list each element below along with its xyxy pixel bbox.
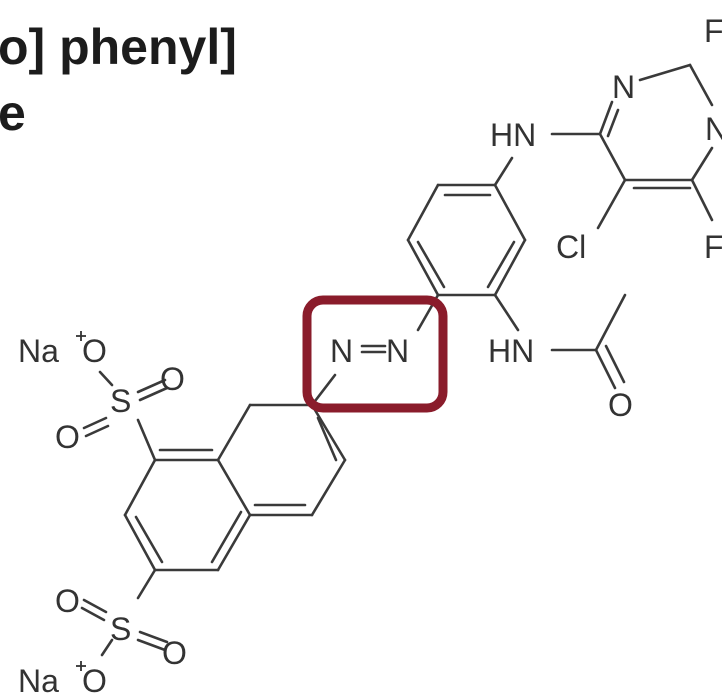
bond — [598, 132, 627, 182]
bond — [493, 293, 520, 332]
title-line-1: o] phenyl] — [0, 19, 237, 75]
bond — [136, 568, 157, 600]
atom-label: O — [55, 583, 80, 619]
bond — [134, 515, 164, 564]
bond — [136, 638, 167, 652]
atom-label: F — [704, 13, 722, 49]
atom-label: O — [55, 419, 80, 455]
bond — [210, 510, 243, 564]
atom-label: Na — [18, 333, 59, 369]
bond — [406, 238, 440, 297]
bond — [82, 416, 108, 430]
bond — [316, 416, 338, 462]
atom-label: HN — [488, 333, 534, 369]
atom-label: O — [160, 361, 185, 397]
atom-label: N — [612, 69, 635, 105]
bond — [216, 513, 252, 572]
bond — [493, 238, 527, 297]
title-line-2: e — [0, 85, 26, 141]
atom-label: N — [705, 111, 722, 147]
bond — [136, 378, 167, 394]
bond — [310, 458, 347, 517]
atom-label: S — [110, 611, 131, 647]
bond — [216, 403, 252, 462]
bond — [82, 598, 108, 614]
atom-label: S — [110, 383, 131, 419]
bond — [493, 183, 527, 242]
bond — [606, 108, 620, 138]
atom-label: O — [82, 663, 107, 697]
bond — [406, 183, 440, 242]
bond — [84, 424, 110, 438]
bond — [598, 100, 614, 136]
bond — [123, 458, 157, 517]
azo-highlight-box — [302, 295, 448, 413]
bond — [80, 606, 106, 622]
atom-label: Na — [18, 663, 59, 697]
atom-label: Cl — [556, 229, 586, 265]
atom-label: N — [330, 333, 353, 369]
bond — [138, 386, 169, 402]
atom-label: O — [162, 635, 187, 671]
atom-label: F — [704, 229, 722, 265]
bond — [310, 373, 337, 407]
atom-label: O — [608, 387, 633, 423]
atom-label: O — [82, 333, 107, 369]
bond — [688, 63, 714, 107]
bond — [486, 240, 516, 289]
atom-label: HN — [490, 117, 536, 153]
bond — [493, 156, 514, 187]
bond — [690, 146, 714, 182]
bond — [138, 630, 169, 644]
bond — [638, 63, 692, 82]
bond — [216, 458, 252, 517]
atom-label: N — [386, 333, 409, 369]
bond — [310, 403, 347, 462]
bond — [98, 370, 114, 387]
bond — [416, 240, 446, 289]
bond — [100, 638, 114, 657]
bond — [604, 344, 626, 384]
bond — [594, 293, 627, 352]
bond — [136, 418, 157, 462]
bond — [596, 178, 627, 230]
bond — [690, 178, 714, 222]
bond — [123, 513, 157, 572]
bond — [594, 348, 617, 390]
